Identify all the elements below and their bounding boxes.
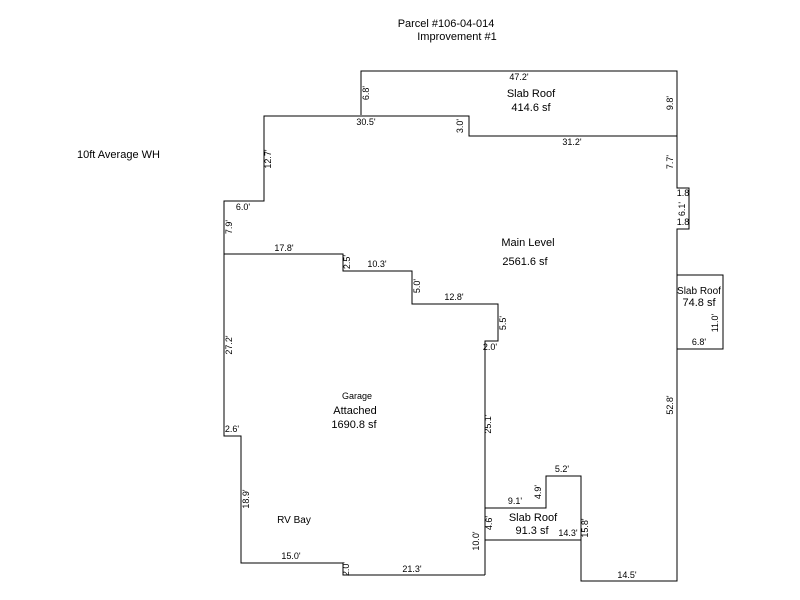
dim-label: 6.8' xyxy=(692,337,707,347)
main-level-area: 2561.6 sf xyxy=(502,256,548,268)
dim-label: 14.5' xyxy=(617,570,637,580)
dim-label: 47.2' xyxy=(509,72,529,82)
dim-label: 10.3' xyxy=(367,259,387,269)
slab-roof-top-area: 414.6 sf xyxy=(511,102,551,114)
dim-label: 11.0' xyxy=(710,313,720,332)
dim-label: 1.8 xyxy=(677,217,690,227)
dim-label: 5.5' xyxy=(498,316,508,331)
dim-label: 1.8 xyxy=(677,188,690,198)
dim-label: 6.1' xyxy=(677,202,687,217)
slab-roof-bottom-area: 91.3 sf xyxy=(515,525,549,537)
dim-label: 10.0' xyxy=(471,531,481,551)
dim-label: 5.2' xyxy=(555,464,570,474)
dim-label: 31.2' xyxy=(562,137,582,147)
dim-label: 2.0' xyxy=(483,342,498,352)
dim-label: 5.0' xyxy=(412,279,422,294)
slab-roof-top-outline xyxy=(360,70,678,136)
dim-label: 25.1' xyxy=(483,414,493,434)
rv-bay-label: RV Bay xyxy=(277,515,311,526)
dim-label: 14.3' xyxy=(558,528,578,538)
dim-label: 2.6' xyxy=(225,424,240,434)
dim-label: 9.1' xyxy=(508,496,523,506)
slab-roof-bottom-label: Slab Roof xyxy=(509,512,558,524)
slab-roof-top-label: Slab Roof xyxy=(507,88,556,100)
slab-roof-right-area: 74.8 sf xyxy=(682,297,716,309)
parcel-number: Parcel #106-04-014 xyxy=(398,18,495,30)
dim-label: 52.8' xyxy=(665,395,675,415)
dim-label: 7.7' xyxy=(665,155,675,170)
garage-label: Garage xyxy=(342,391,372,401)
dim-label: 4.9' xyxy=(533,485,543,500)
dim-label: 18.9' xyxy=(241,489,251,509)
dim-label: 6.8' xyxy=(361,86,371,101)
dim-label: 21.3' xyxy=(402,564,422,574)
dim-label: 4.6' xyxy=(484,516,494,531)
garage-boundary-line xyxy=(224,253,499,575)
dim-label: 7.9' xyxy=(224,220,234,235)
dim-label: 6.0' xyxy=(236,202,251,212)
wall-height-note: 10ft Average WH xyxy=(77,149,160,161)
dim-label: 12.8' xyxy=(444,292,464,302)
dim-label: 3.0' xyxy=(455,119,465,134)
slab-roof-right-label: Slab Roof xyxy=(677,286,721,297)
main-level-label: Main Level xyxy=(501,237,554,249)
dim-label: 27.2' xyxy=(224,335,234,355)
garage-area: 1690.8 sf xyxy=(331,419,377,431)
dim-label: 2.0' xyxy=(341,562,351,577)
garage-outer-wall xyxy=(223,254,485,576)
garage-type: Attached xyxy=(333,405,376,417)
dim-label: 30.5' xyxy=(356,117,376,127)
dim-label: 2.5' xyxy=(342,255,352,270)
dim-label: 15.8' xyxy=(580,518,590,538)
slab-roof-right-outline xyxy=(677,274,724,350)
dim-label: 12.7' xyxy=(263,149,273,169)
slab-roof-bottom-outline xyxy=(485,475,582,541)
dim-label: 17.8' xyxy=(274,243,294,253)
dim-label: 9.8' xyxy=(665,96,675,111)
main-level-outline xyxy=(223,115,690,582)
improvement-number: Improvement #1 xyxy=(417,31,496,43)
dim-label: 15.0' xyxy=(281,551,301,561)
